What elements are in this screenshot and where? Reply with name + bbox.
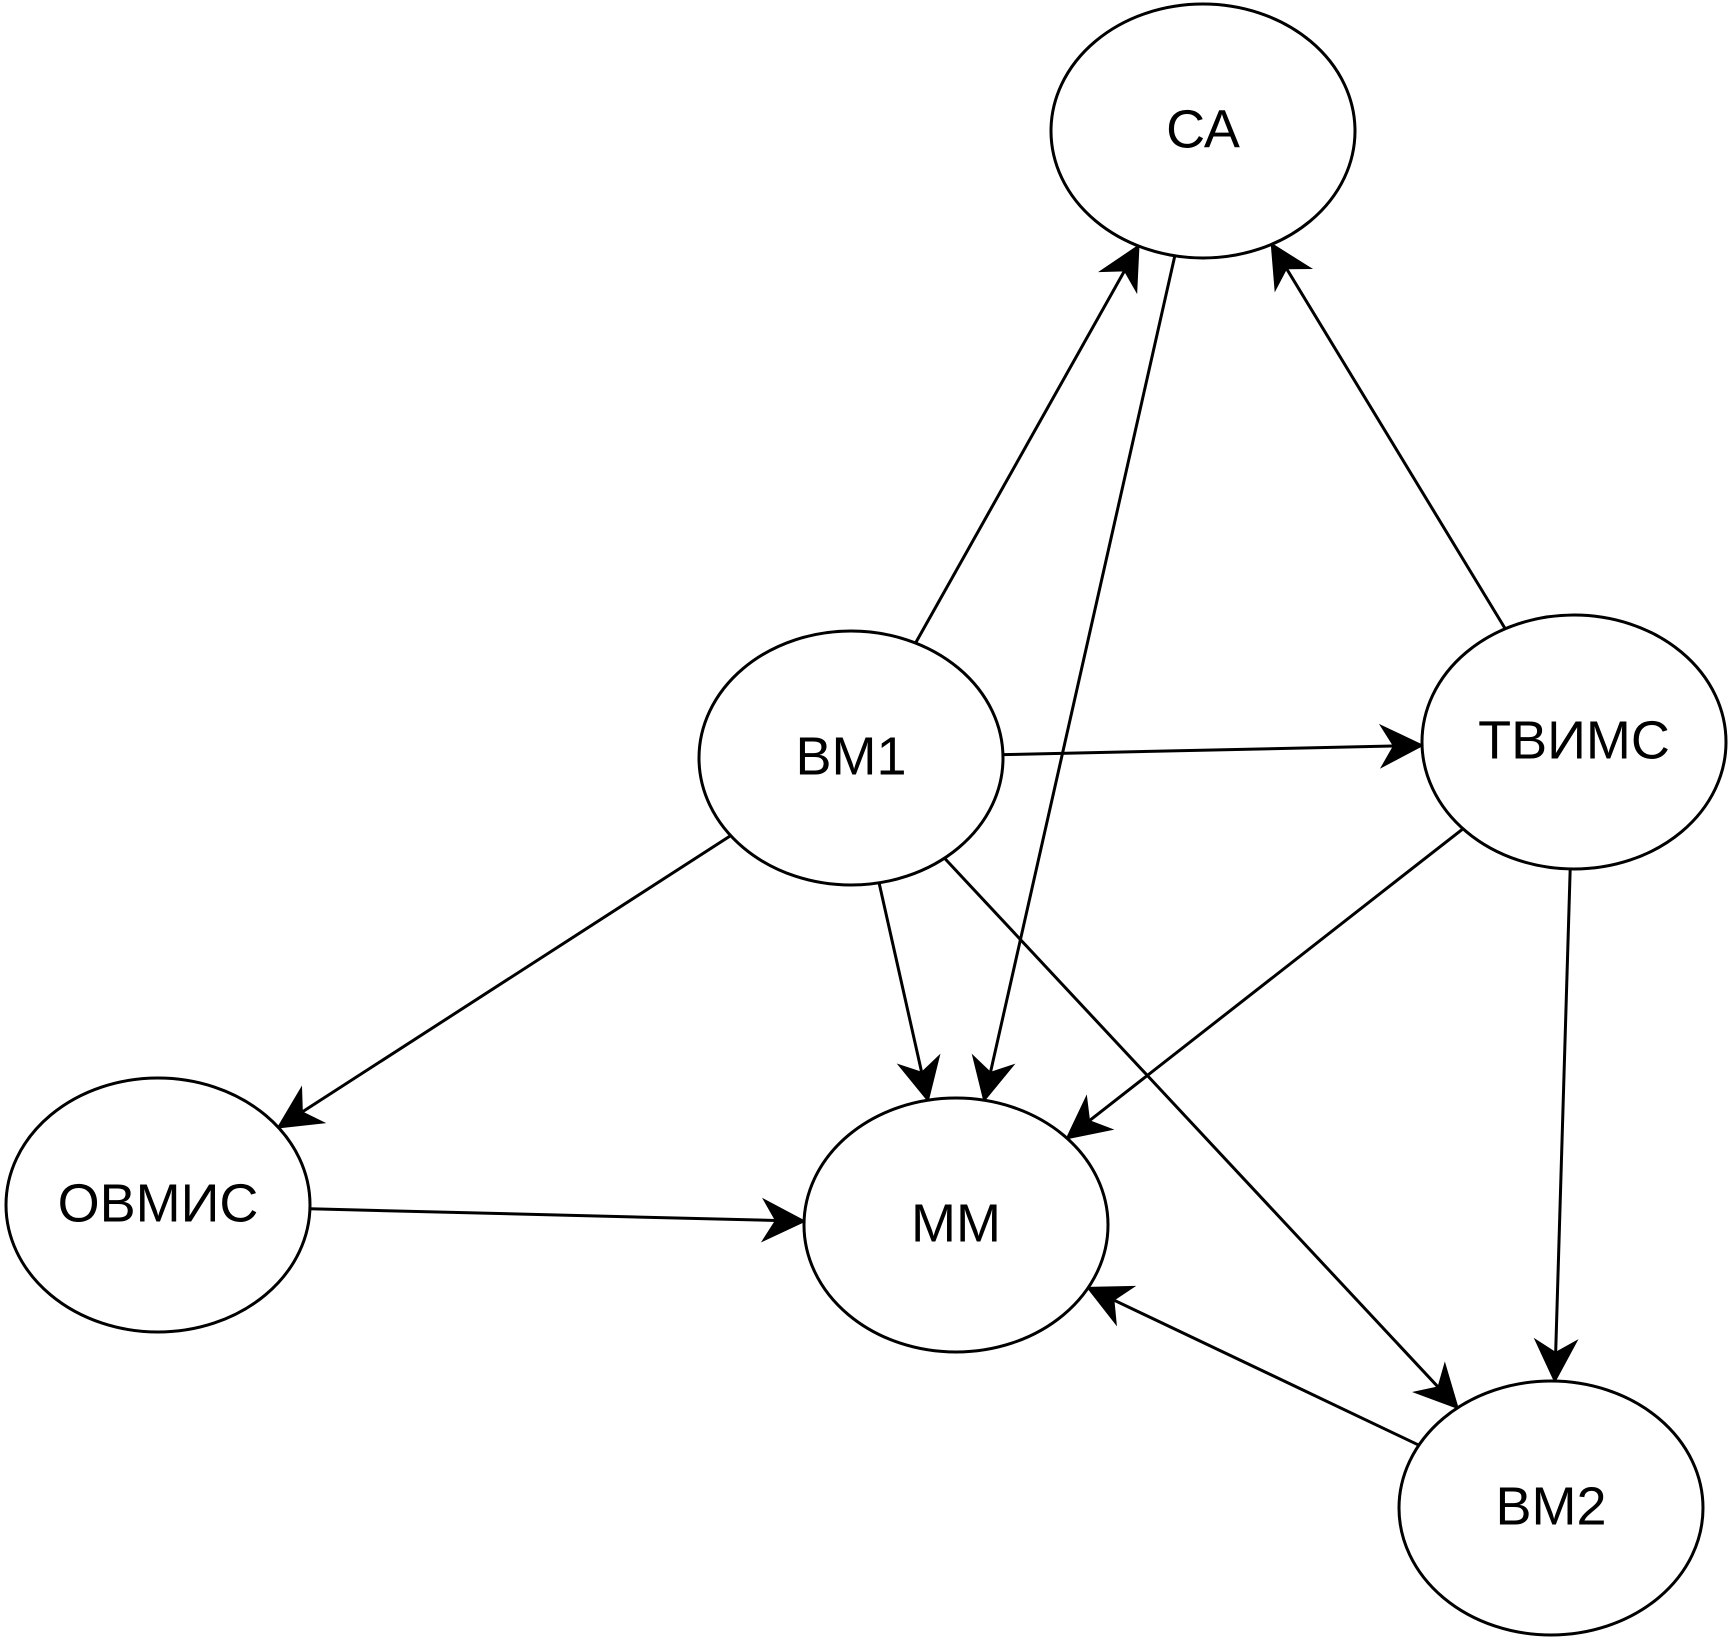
edge-line <box>277 834 732 1129</box>
arrowhead <box>1065 1094 1115 1140</box>
nodes-layer: СА ВМ1 ТВИМС ОВМИС ММ ВМ2 <box>4 2 1728 1637</box>
node-ca: СА <box>1049 2 1357 260</box>
node-ovmis-label: ОВМИС <box>58 1173 259 1233</box>
arrowhead <box>1412 1361 1460 1410</box>
node-bm1-shape <box>697 629 1005 887</box>
edge-line <box>914 245 1140 644</box>
arrowhead <box>760 1197 807 1243</box>
edge-bm1-to-bm2 <box>943 857 1460 1410</box>
edge-line <box>982 255 1177 1101</box>
arrowhead <box>896 1053 941 1103</box>
arrowhead <box>1378 723 1425 769</box>
edge-line <box>1066 827 1464 1140</box>
edge-line <box>1087 1286 1420 1447</box>
node-tvims: ТВИМС <box>1420 613 1728 871</box>
node-bm1-label: ВМ1 <box>795 726 906 786</box>
edge-line <box>1270 243 1507 630</box>
edge-tvims-to-ca <box>1270 242 1507 630</box>
edge-line <box>943 857 1459 1409</box>
edges-layer <box>276 242 1579 1447</box>
edge-bm1-to-tvims <box>1002 723 1425 769</box>
edge-line <box>877 882 930 1101</box>
arrowhead <box>276 1085 327 1129</box>
edge-line <box>1002 743 1423 757</box>
edge-line <box>1553 868 1572 1382</box>
node-bm2-shape <box>1397 1379 1705 1637</box>
node-mm-label: ММ <box>911 1193 1001 1253</box>
arrowhead <box>1270 242 1314 293</box>
arrowhead <box>1086 1285 1137 1327</box>
node-mm-shape <box>802 1096 1110 1354</box>
node-tvims-label: ТВИМС <box>1478 710 1670 770</box>
node-bm2: ВМ2 <box>1397 1379 1705 1637</box>
edge-bm1-to-mm <box>877 882 941 1103</box>
edge-ovmis-to-mm <box>309 1197 807 1243</box>
node-ovmis-shape <box>4 1076 312 1334</box>
node-mm: ММ <box>802 1096 1110 1354</box>
edge-bm2-to-mm <box>1086 1285 1420 1447</box>
node-ca-label: СА <box>1166 99 1240 159</box>
edge-ca-to-mm <box>971 255 1177 1103</box>
node-tvims-shape <box>1420 613 1728 871</box>
node-ca-shape <box>1049 2 1357 260</box>
edge-bm1-to-ovmis <box>276 834 732 1129</box>
node-ovmis: ОВМИС <box>4 1076 312 1334</box>
node-bm1: ВМ1 <box>697 629 1005 887</box>
arrowhead <box>1098 244 1140 295</box>
edge-bm1-to-ca <box>914 244 1140 644</box>
edge-tvims-to-bm2 <box>1533 868 1579 1384</box>
edge-line <box>309 1207 805 1223</box>
edge-tvims-to-mm <box>1065 827 1464 1140</box>
arrowhead <box>971 1053 1016 1103</box>
arrowhead <box>1533 1337 1579 1384</box>
node-bm2-label: ВМ2 <box>1495 1476 1606 1536</box>
